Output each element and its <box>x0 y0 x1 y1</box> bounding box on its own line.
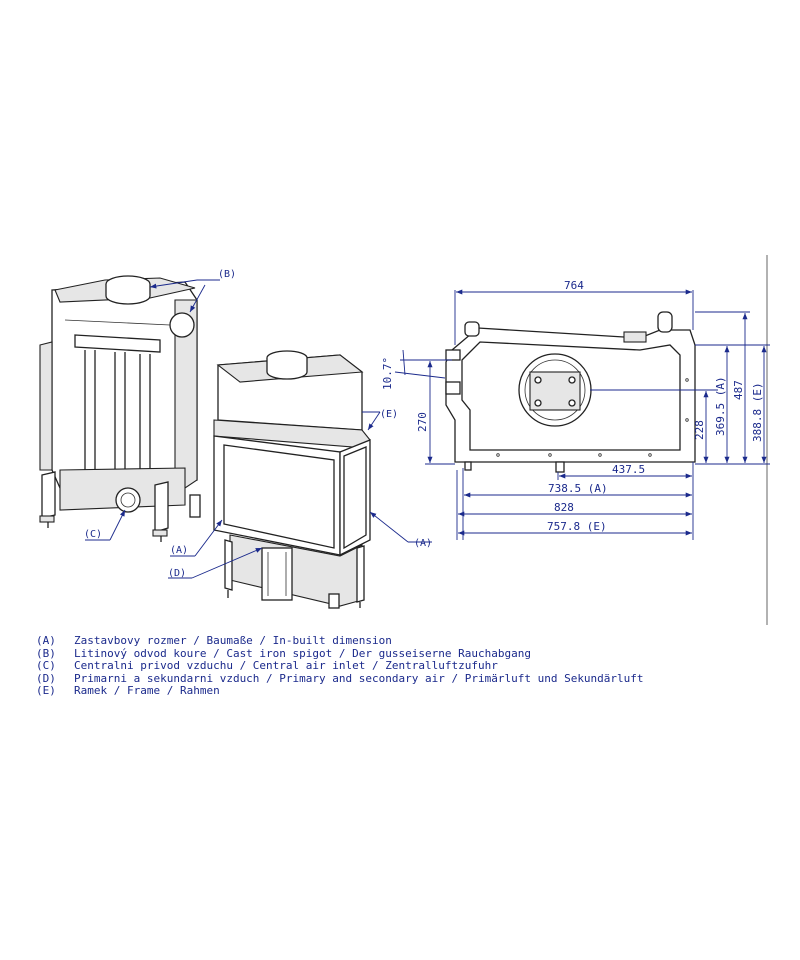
legend-key: (D) <box>36 671 56 685</box>
legend-text: Zastavbovy rozmer / Baumaße / In-built d… <box>74 634 392 647</box>
rear-view-drawing <box>39 275 201 542</box>
dim-738: 738.5 (A) <box>548 482 608 495</box>
callout-e: (E) <box>380 409 398 420</box>
legend-text: Litinový odvod koure / Cast iron spigot … <box>74 646 531 660</box>
dim-369: 369.5 (A) <box>714 376 727 436</box>
legend-row-c: (C) Centralni privod vzduchu / Central a… <box>36 660 736 673</box>
legend-key: (E) <box>36 684 56 698</box>
legend-text: Primarni a sekundarni vzduch / Primary a… <box>74 671 644 685</box>
dimension-lines <box>394 289 770 540</box>
dim-228: 228 <box>693 420 706 440</box>
dim-764: 764 <box>564 279 584 292</box>
callout-b: (B) <box>218 269 236 280</box>
callout-a-left: (A) <box>170 545 188 556</box>
legend-row-e: (E) Ramek / Frame / Rahmen <box>36 685 736 698</box>
legend: (A) Zastavbovy rozmer / Baumaße / In-bui… <box>36 634 736 698</box>
legend-row-a: (A) Zastavbovy rozmer / Baumaße / In-bui… <box>36 634 736 648</box>
legend-row-b: (B) Litinový odvod koure / Cast iron spi… <box>36 646 736 661</box>
legend-text: Ramek / Frame / Rahmen <box>74 684 220 698</box>
legend-key: (C) <box>36 659 56 673</box>
callout-c: (C) <box>84 529 102 540</box>
legend-key: (A) <box>36 634 56 647</box>
dim-828: 828 <box>554 501 574 514</box>
callout-a-right: (A) <box>414 538 432 549</box>
callout-leaders <box>85 279 432 579</box>
legend-row-d: (D) Primarni a sekundarni vzduch / Prima… <box>36 671 736 686</box>
dim-270: 270 <box>416 412 429 432</box>
dim-angle: 10.7° <box>381 357 394 390</box>
legend-key: (B) <box>36 646 56 660</box>
dim-388: 388.8 (E) <box>751 382 764 442</box>
dim-437: 437.5 <box>612 463 645 476</box>
plan-view-drawing <box>445 311 696 473</box>
dim-757: 757.8 (E) <box>547 520 607 533</box>
dim-487: 487 <box>732 380 745 400</box>
callout-d: (D) <box>168 568 186 579</box>
corner-view-drawing <box>213 350 371 609</box>
legend-text: Centralni privod vzduchu / Central air i… <box>74 659 498 673</box>
